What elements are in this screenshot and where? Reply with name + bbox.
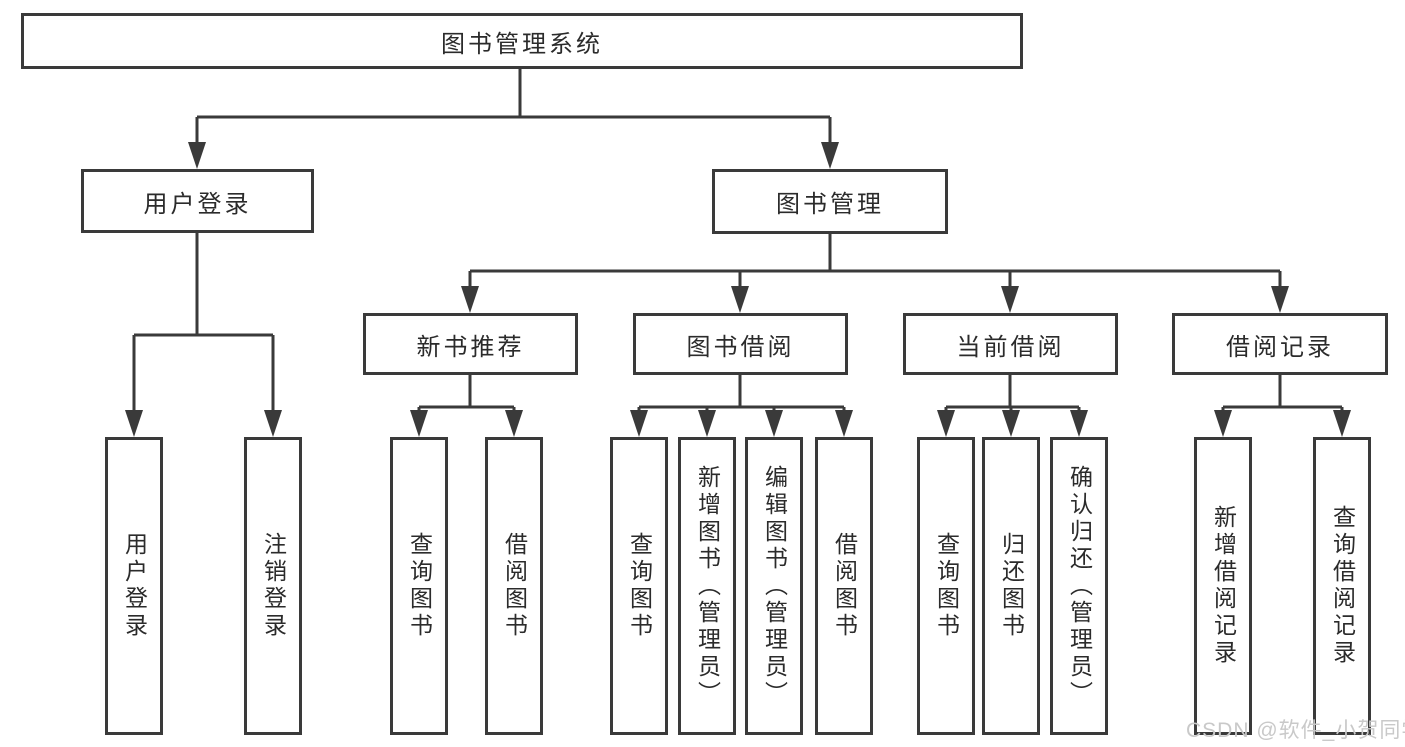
arrowhead <box>698 410 716 437</box>
leaf-records-add-record-label: 新增借阅记录 <box>1210 505 1237 667</box>
leaf-borrow-add-books-admin: 新增图书（管理员） <box>678 437 736 735</box>
leaf-current-query-books: 查询图书 <box>917 437 975 735</box>
node-borrow-records: 借阅记录 <box>1172 313 1388 375</box>
arrowhead <box>1271 286 1289 313</box>
leaf-records-query-record-label: 查询借阅记录 <box>1329 505 1356 667</box>
arrowhead <box>1002 410 1020 437</box>
leaf-current-confirm-return-admin-label: 确认归还（管理员） <box>1066 464 1093 708</box>
leaf-borrow-borrow-books: 借阅图书 <box>815 437 873 735</box>
leaf-logout-label: 注销登录 <box>260 532 287 640</box>
arrowhead <box>410 410 428 437</box>
leaf-user-login-label: 用户登录 <box>121 532 148 640</box>
arrowhead <box>630 410 648 437</box>
leaf-newbook-query-books-label: 查询图书 <box>406 532 433 640</box>
node-new-book-recommend: 新书推荐 <box>363 313 578 375</box>
leaf-newbook-borrow-books-label: 借阅图书 <box>501 532 528 640</box>
leaf-current-query-books-label: 查询图书 <box>933 532 960 640</box>
arrowhead <box>937 410 955 437</box>
leaf-borrow-query-books-label: 查询图书 <box>626 532 653 640</box>
leaf-current-return-books: 归还图书 <box>982 437 1040 735</box>
arrowhead <box>821 142 839 169</box>
leaf-current-return-books-label: 归还图书 <box>998 532 1025 640</box>
leaf-borrow-borrow-books-label: 借阅图书 <box>831 532 858 640</box>
arrowhead <box>1333 410 1351 437</box>
leaf-borrow-query-books: 查询图书 <box>610 437 668 735</box>
arrowhead <box>835 410 853 437</box>
leaf-borrow-edit-books-admin: 编辑图书（管理员） <box>745 437 803 735</box>
csdn-watermark: CSDN @软件_小贺同学 <box>1186 719 1405 742</box>
arrowhead <box>731 286 749 313</box>
arrowhead <box>264 410 282 437</box>
arrowhead <box>125 410 143 437</box>
node-book-borrow: 图书借阅 <box>633 313 848 375</box>
arrowhead <box>461 286 479 313</box>
node-book-management-label: 图书管理 <box>776 191 884 218</box>
leaf-newbook-borrow-books: 借阅图书 <box>485 437 543 735</box>
node-current-borrow-label: 当前借阅 <box>956 333 1065 361</box>
arrowhead <box>505 410 523 437</box>
arrowhead <box>1070 410 1088 437</box>
arrowhead <box>1214 410 1232 437</box>
node-book-management: 图书管理 <box>712 169 948 234</box>
arrowhead <box>765 410 783 437</box>
leaf-logout: 注销登录 <box>244 437 302 735</box>
node-current-borrow: 当前借阅 <box>903 313 1118 375</box>
arrowhead <box>1001 286 1019 313</box>
leaf-borrow-edit-books-admin-label: 编辑图书（管理员） <box>761 464 788 708</box>
leaf-borrow-add-books-admin-label: 新增图书（管理员） <box>694 464 721 708</box>
leaf-current-confirm-return-admin: 确认归还（管理员） <box>1050 437 1108 735</box>
leaf-records-query-record: 查询借阅记录 <box>1313 437 1371 735</box>
node-new-book-recommend-label: 新书推荐 <box>416 333 525 361</box>
node-book-borrow-label: 图书借阅 <box>686 333 795 361</box>
leaf-user-login: 用户登录 <box>105 437 163 735</box>
node-root-label: 图书管理系统 <box>441 30 603 58</box>
leaf-records-add-record: 新增借阅记录 <box>1194 437 1252 735</box>
node-user-login: 用户登录 <box>81 169 314 233</box>
leaf-newbook-query-books: 查询图书 <box>390 437 448 735</box>
node-borrow-records-label: 借阅记录 <box>1226 333 1334 361</box>
arrowhead <box>188 142 206 169</box>
node-root: 图书管理系统 <box>21 13 1023 69</box>
node-user-login-label: 用户登录 <box>143 190 252 218</box>
